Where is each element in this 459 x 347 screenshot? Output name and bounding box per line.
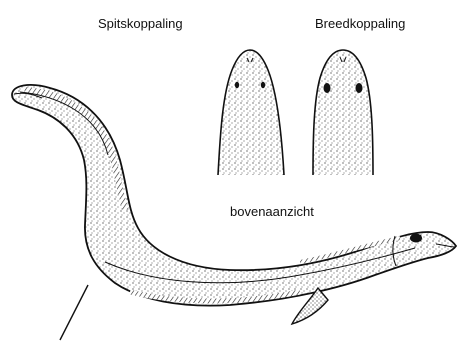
label-bovenaanzicht: bovenaanzicht <box>230 204 314 219</box>
pointer-line <box>60 285 88 340</box>
label-spitskoppaling: Spitskoppaling <box>98 16 183 31</box>
breedkop-head <box>313 50 373 175</box>
spitskop-head <box>218 50 284 175</box>
label-breedkoppaling: Breedkoppaling <box>315 16 405 31</box>
